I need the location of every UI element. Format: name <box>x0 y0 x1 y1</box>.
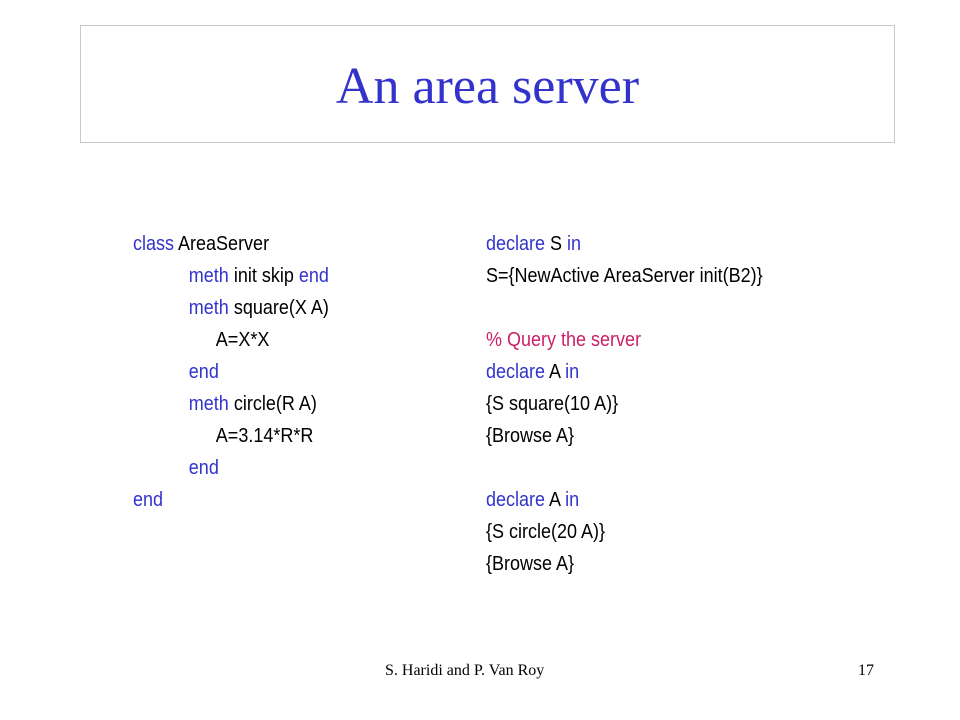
code-text: S <box>545 233 568 255</box>
code-text: square(X A) <box>228 297 329 319</box>
code-keyword: class <box>133 233 175 255</box>
code-keyword: declare <box>486 489 546 511</box>
code-keyword: end <box>188 457 219 479</box>
class-code-line: class AreaServer <box>133 228 329 260</box>
code-keyword: in <box>565 361 580 383</box>
usage-code-line: {S square(10 A)} <box>486 388 763 420</box>
class-code-line: meth init skip end <box>133 260 329 292</box>
class-code-line: meth circle(R A) <box>133 388 329 420</box>
code-text: A=3.14*R*R <box>215 425 314 447</box>
code-text: {Browse A} <box>486 425 575 447</box>
code-keyword: in <box>565 489 580 511</box>
code-keyword: meth <box>188 265 229 287</box>
code-keyword: end <box>133 489 164 511</box>
code-keyword: meth <box>188 393 229 415</box>
code-text: A=X*X <box>215 329 270 351</box>
usage-code-line: declare S in <box>486 228 763 260</box>
code-text: A <box>545 361 566 383</box>
usage-code-line: declare A in <box>486 356 763 388</box>
code-text: A <box>545 489 566 511</box>
code-text: init skip <box>228 265 299 287</box>
usage-code-line: {S circle(20 A)} <box>486 516 763 548</box>
class-code-line: A=X*X <box>133 324 329 356</box>
footer-authors: S. Haridi and P. Van Roy <box>385 662 545 679</box>
usage-code-line: {Browse A} <box>486 548 763 580</box>
usage-code-line <box>486 452 763 484</box>
usage-code-line: declare A in <box>486 484 763 516</box>
code-text: S={NewActive AreaServer init(B2)} <box>486 265 763 287</box>
code-text: circle(R A) <box>228 393 317 415</box>
code-keyword: declare <box>486 361 546 383</box>
class-code-line: end <box>133 452 329 484</box>
usage-code-line <box>486 292 763 324</box>
code-comment: % Query the server <box>486 329 642 351</box>
slide-title: An area server <box>335 57 640 115</box>
code-text: {Browse A} <box>486 553 575 575</box>
code-keyword: end <box>188 361 219 383</box>
usage-code-line: % Query the server <box>486 324 763 356</box>
code-keyword: end <box>298 265 329 287</box>
class-code-line: A=3.14*R*R <box>133 420 329 452</box>
code-keyword: in <box>567 233 582 255</box>
title-box: An area server <box>80 25 895 143</box>
code-keyword: declare <box>486 233 546 255</box>
code-text: {S circle(20 A)} <box>486 521 606 543</box>
class-code-line: end <box>133 356 329 388</box>
class-code-line: meth square(X A) <box>133 292 329 324</box>
class-code-line: end <box>133 484 329 516</box>
code-text: AreaServer <box>174 233 270 255</box>
code-text: {S square(10 A)} <box>486 393 619 415</box>
page-number: 17 <box>858 662 874 679</box>
usage-code-line: {Browse A} <box>486 420 763 452</box>
usage-code-line: S={NewActive AreaServer init(B2)} <box>486 260 763 292</box>
code-keyword: meth <box>188 297 229 319</box>
